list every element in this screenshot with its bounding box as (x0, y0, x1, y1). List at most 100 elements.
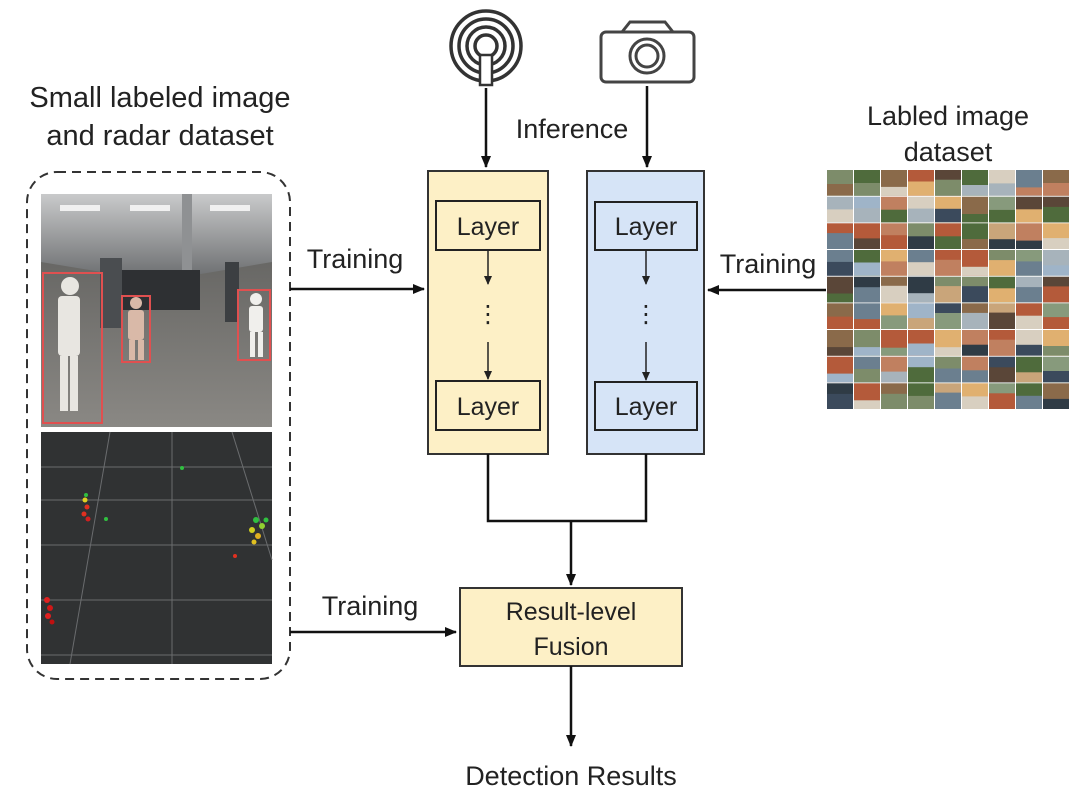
mosaic-thumbnail-detail (827, 393, 853, 409)
mosaic-thumbnail-detail (854, 183, 880, 196)
mosaic-thumbnail-detail (854, 369, 880, 383)
mosaic-thumbnail-detail (908, 343, 934, 356)
mosaic-thumbnail-detail (989, 312, 1015, 329)
mosaic-thumbnail-detail (989, 339, 1015, 356)
radar-sensor-icon (449, 9, 523, 87)
mosaic-thumbnail-detail (1043, 238, 1069, 249)
mosaic-thumbnail-detail (1016, 315, 1042, 329)
mosaic-thumbnail-detail (881, 235, 907, 249)
left-dataset-title-line1: Small labeled image (29, 82, 290, 114)
left-dataset-container (26, 171, 291, 680)
radar-branch-network: Layer ⋮ Layer (427, 170, 549, 455)
mosaic-thumbnail-detail (989, 288, 1015, 303)
mosaic-thumbnail-detail (1043, 286, 1069, 303)
radar-branch-box (427, 170, 549, 455)
mosaic-thumbnail-detail (827, 261, 853, 276)
mosaic-thumbnail-detail (935, 259, 961, 276)
camera-ellipsis: ⋮ (634, 301, 658, 328)
mosaic-thumbnail-detail (1043, 206, 1069, 223)
branch-merge-line (486, 454, 648, 523)
mosaic-thumbnail-detail (854, 262, 880, 276)
mosaic-thumbnail-detail (908, 395, 934, 409)
mosaic-thumbnail-detail (908, 293, 934, 303)
camera-branch-network: Layer ⋮ Layer (586, 170, 705, 455)
mosaic-thumbnail-detail (854, 238, 880, 249)
mosaic-thumbnail-detail (962, 214, 988, 223)
result-level-fusion-box (459, 587, 683, 667)
mosaic-thumbnail-detail (962, 266, 988, 276)
mosaic-thumbnail-detail (962, 370, 988, 383)
mosaic-thumbnail-detail (962, 344, 988, 356)
mosaic-thumbnail-detail (827, 233, 853, 249)
mosaic-thumbnail-detail (1043, 183, 1069, 196)
training-label-fusion: Training (322, 591, 419, 621)
mosaic-thumbnail-detail (1043, 265, 1069, 276)
mosaic-thumbnail-detail (1016, 261, 1042, 276)
mosaic-thumbnail-detail (1016, 344, 1042, 356)
mosaic-thumbnail-detail (908, 262, 934, 276)
radar-ellipsis: ⋮ (476, 301, 500, 328)
mosaic-thumbnail-detail (827, 316, 853, 329)
training-label-camera: Training (720, 249, 817, 279)
mosaic-thumbnail-detail (962, 286, 988, 303)
mosaic-thumbnail-detail (1016, 372, 1042, 383)
mosaic-thumbnail-detail (1016, 395, 1042, 409)
mosaic-thumbnail-detail (881, 209, 907, 223)
labeled-radar-image (41, 431, 273, 665)
mosaic-thumbnail-detail (1016, 287, 1042, 303)
mosaic-thumbnail-detail (962, 239, 988, 249)
mosaic-thumbnail-detail (908, 208, 934, 223)
mosaic-thumbnail-detail (962, 396, 988, 409)
mosaic-thumbnail-detail (989, 367, 1015, 383)
camera-icon (599, 20, 696, 84)
mosaic-thumbnail-detail (827, 293, 853, 303)
mosaic-thumbnail-detail (881, 261, 907, 276)
radar-points (44, 466, 269, 625)
mosaic-thumbnail-detail (935, 392, 961, 409)
mosaic-thumbnail-detail (881, 186, 907, 196)
mosaic-thumbnail-detail (989, 239, 1015, 249)
mosaic-thumbnail-detail (908, 367, 934, 383)
mosaic-thumbnail-detail (1016, 209, 1042, 223)
labeled-camera-image (41, 194, 272, 427)
labeled-image-mosaic (827, 170, 1069, 409)
radar-top-layer-label: Layer (457, 213, 520, 241)
mosaic-thumbnail-detail (881, 393, 907, 409)
mosaic-thumbnail-detail (1016, 187, 1042, 196)
mosaic-thumbnail-detail (1043, 317, 1069, 329)
mosaic-thumbnail-detail (935, 236, 961, 249)
mosaic-thumbnail-detail (881, 347, 907, 356)
right-dataset-title-line2: dataset (904, 137, 993, 167)
mosaic-thumbnail-detail (827, 347, 853, 356)
mosaic-thumbnail-detail (935, 179, 961, 196)
mosaic-thumbnail-detail (854, 287, 880, 303)
right-dataset-title-line1: Labled image (867, 101, 1029, 131)
mosaic-thumbnail-detail (827, 184, 853, 196)
fusion-label-line1: Result-level (506, 598, 637, 626)
mosaic-thumbnail-detail (827, 373, 853, 383)
mosaic-thumbnail-detail (935, 368, 961, 383)
mosaic-thumbnail-detail (827, 209, 853, 223)
mosaic-thumbnail-detail (935, 347, 961, 356)
mosaic-thumbnail-detail (989, 260, 1015, 276)
mosaic-thumbnail-detail (935, 208, 961, 223)
camera-top-layer-label: Layer (615, 213, 678, 241)
mosaic-thumbnail-detail (881, 371, 907, 383)
mosaic-thumbnail-detail (854, 319, 880, 329)
radar-bottom-layer-box (435, 380, 541, 431)
mosaic-thumbnail-detail (962, 185, 988, 196)
mosaic-thumbnail-detail (1043, 346, 1069, 356)
radar-bottom-layer-label: Layer (457, 393, 520, 421)
mosaic-thumbnail-detail (989, 393, 1015, 409)
mosaic-thumbnail-detail (989, 209, 1015, 223)
mosaic-thumbnail-detail (908, 318, 934, 329)
training-label-radar: Training (307, 244, 404, 274)
camera-branch-box (586, 170, 705, 455)
mosaic-thumbnail-detail (1043, 398, 1069, 409)
mosaic-thumbnail-detail (962, 312, 988, 329)
left-dataset-title-line2: and radar dataset (46, 120, 273, 152)
mosaic-thumbnail-detail (989, 183, 1015, 196)
mosaic-thumbnail-detail (854, 208, 880, 223)
mosaic-thumbnail-detail (881, 315, 907, 329)
